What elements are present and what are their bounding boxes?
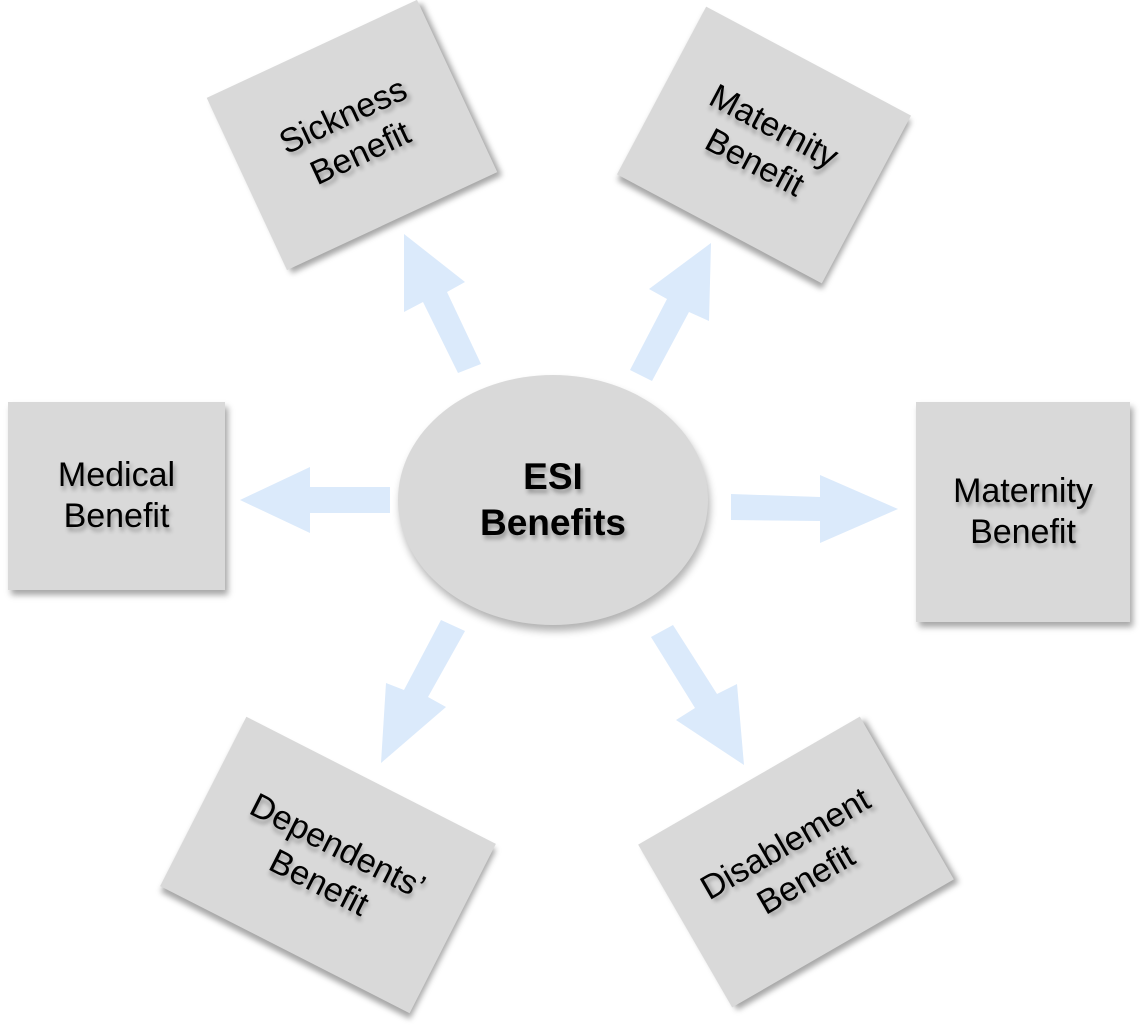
node-label: Maternity Benefit <box>953 471 1093 551</box>
node-label: Dependents’ Benefit <box>244 785 432 924</box>
arrow-to-sickness <box>404 234 481 373</box>
node-medical-benefit: Medical Benefit <box>8 402 225 590</box>
center-node-esi-benefits: ESI Benefits <box>398 375 708 625</box>
arrow-to-maternity-top <box>630 243 711 381</box>
node-label: Sickness Benefit <box>273 69 417 193</box>
node-label: Disablement Benefit <box>693 779 877 923</box>
arrow-to-dependents <box>381 620 465 763</box>
arrow-to-disablement <box>651 625 744 765</box>
node-label: Maternity Benefit <box>698 76 845 205</box>
node-maternity-benefit-right: Maternity Benefit <box>916 402 1130 622</box>
center-node-label: ESI Benefits <box>480 455 626 543</box>
arrow-to-medical <box>240 467 390 533</box>
arrow-to-maternity-right <box>731 475 898 543</box>
node-label: Medical Benefit <box>57 455 176 535</box>
